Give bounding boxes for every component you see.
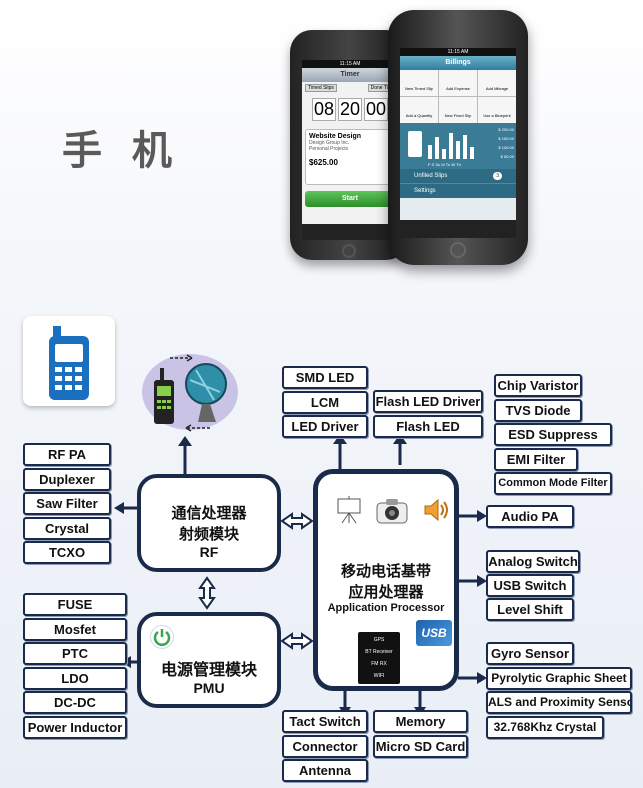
component-smd-led: SMD LED bbox=[282, 366, 368, 389]
component-crystal: Crystal bbox=[23, 516, 111, 540]
phone-back-title: Timer bbox=[340, 71, 360, 78]
slip-card: Website Design Design Group Inc. Persona… bbox=[305, 129, 395, 185]
action-item[interactable]: Add a Quantity bbox=[400, 97, 438, 123]
action-item[interactable]: Add Expense bbox=[439, 70, 477, 96]
component-analog-switch: Analog Switch bbox=[486, 550, 580, 573]
slip-card-line: Personal Projects bbox=[309, 146, 349, 152]
home-button bbox=[342, 244, 356, 258]
component-fuse: FUSE bbox=[23, 593, 127, 616]
component-pyrolytic-graphic-sheet: Pyrolytic Graphic Sheet bbox=[486, 666, 632, 690]
unfiled-count-badge: 3 bbox=[493, 172, 502, 180]
action-item[interactable]: Add Mileage bbox=[478, 70, 516, 96]
application-processor-block: 移动电话基带 应用处理器 Application Processor GPS B… bbox=[313, 469, 459, 691]
component-saw-filter: Saw Filter bbox=[23, 492, 111, 515]
pmu-block-label: PMU bbox=[193, 680, 225, 696]
component-mosfet: Mosfet bbox=[23, 617, 127, 641]
clock-seconds: 00 bbox=[364, 98, 389, 121]
timer-clock: 08 20 00 bbox=[302, 94, 398, 125]
unfiled-row[interactable]: Unfiled Slips 3 bbox=[400, 169, 516, 183]
component-rf-pa: RF PA bbox=[23, 443, 111, 466]
pmu-block-title: 电源管理模块 bbox=[160, 660, 257, 679]
chip-label: WIFI bbox=[373, 673, 385, 679]
projector-icon bbox=[336, 496, 362, 524]
pmu-block: 电源管理模块 PMU bbox=[137, 612, 281, 708]
clock-hours: 08 bbox=[311, 98, 336, 121]
unfiled-label: Unfiled Slips bbox=[414, 173, 448, 179]
slip-card-title: Website Design bbox=[309, 133, 361, 140]
settings-row[interactable]: Settings bbox=[400, 183, 516, 198]
component-memory: Memory bbox=[373, 710, 468, 733]
component-flash-led: Flash LED bbox=[373, 414, 483, 438]
rf-block-label: RF bbox=[199, 544, 219, 560]
component-level-shift: Level Shift bbox=[486, 598, 574, 621]
phone-back-tabbar bbox=[302, 224, 398, 240]
action-item[interactable]: New Fixed Slip bbox=[439, 97, 477, 123]
action-item[interactable]: New Timed Slip bbox=[400, 70, 438, 96]
camera-icon bbox=[376, 498, 408, 524]
slip-amount: $625.00 bbox=[309, 158, 338, 167]
phone-front-tabbar bbox=[400, 220, 516, 238]
component-tcxo: TCXO bbox=[23, 541, 111, 564]
axis-label: $ 150.00 bbox=[498, 136, 514, 141]
speaker-icon bbox=[422, 496, 450, 524]
component-micro-sd-card: Micro SD Card bbox=[373, 734, 468, 758]
component-chip-varistor: Chip Varistor bbox=[494, 374, 582, 397]
chip-label: BT Receiver bbox=[365, 649, 393, 655]
phone-front-title: Billings bbox=[400, 56, 516, 70]
connectivity-chip: GPS BT Receiver FM RX WIFI bbox=[358, 632, 400, 684]
start-button[interactable]: Start bbox=[305, 191, 395, 207]
axis-label: $ 50.00 bbox=[500, 154, 514, 159]
component-usb-switch: USB Switch bbox=[486, 574, 574, 597]
component-ptc: PTC bbox=[23, 642, 127, 665]
rf-antenna-illustration bbox=[140, 350, 240, 434]
component-audio-pa: Audio PA bbox=[486, 505, 574, 528]
slip-card-line: Design Group Inc. bbox=[309, 140, 350, 146]
billing-chart: $ 200.00 $ 150.00 $ 100.00 $ 50.00 F S S… bbox=[400, 123, 516, 169]
clock-minutes: 20 bbox=[337, 98, 363, 121]
component-flash-led-driver: Flash LED Driver bbox=[373, 390, 483, 413]
phone-back-status: 11:15 AM bbox=[302, 60, 398, 68]
home-button bbox=[450, 242, 466, 258]
action-item[interactable]: Use a Blueprint bbox=[478, 97, 516, 123]
component-gyro-sensor: Gyro Sensor bbox=[486, 642, 574, 665]
component-antenna: Antenna bbox=[282, 759, 368, 782]
component-connector: Connector bbox=[282, 734, 368, 758]
component-32-768khz-crystal: 32.768Khz Crystal bbox=[486, 715, 604, 739]
action-grid: New Timed Slip Add Expense Add Mileage A… bbox=[400, 70, 516, 123]
component-dc-dc: DC-DC bbox=[23, 691, 127, 714]
component-als-and-proximity-sensor: ALS and Proximity Sensor bbox=[486, 691, 632, 714]
chip-label: FM RX bbox=[371, 661, 387, 667]
rf-module-block: 通信处理器 射频模块 RF bbox=[137, 474, 281, 572]
component-emi-filter: EMI Filter bbox=[494, 447, 578, 471]
bar-group bbox=[428, 133, 474, 159]
phone-front: 11:15 AM Billings New Timed Slip Add Exp… bbox=[388, 10, 528, 265]
chip-label: GPS bbox=[373, 637, 385, 643]
component-common-mode-filter: Common Mode Filter bbox=[494, 472, 612, 495]
component-led-driver: LED Driver bbox=[282, 415, 368, 438]
component-lcm: LCM bbox=[282, 390, 368, 414]
component-power-inductor: Power Inductor bbox=[23, 715, 127, 739]
component-tact-switch: Tact Switch bbox=[282, 710, 368, 733]
day-labels: F S Su M Tu W Th bbox=[428, 162, 461, 167]
component-tvs-diode: TVS Diode bbox=[494, 398, 582, 422]
ap-block-subtitle: 应用处理器 bbox=[348, 583, 424, 601]
component-ldo: LDO bbox=[23, 666, 127, 690]
rf-block-subtitle: 射频模块 bbox=[178, 525, 239, 543]
phone-back-left-button[interactable]: Timed Slips bbox=[305, 84, 337, 92]
component-esd-suppress: ESD Suppress bbox=[494, 423, 612, 446]
axis-label: $ 100.00 bbox=[498, 145, 514, 150]
dollar-icon bbox=[408, 131, 422, 157]
axis-label: $ 200.00 bbox=[498, 127, 514, 132]
page-title: 手 机 bbox=[62, 128, 180, 174]
power-icon bbox=[150, 625, 174, 649]
ap-block-label: Application Processor bbox=[327, 602, 445, 614]
component-duplexer: Duplexer bbox=[23, 467, 111, 491]
rf-block-title: 通信处理器 bbox=[171, 504, 247, 522]
usb-logo-icon: USB bbox=[416, 620, 452, 646]
ap-block-title: 移动电话基带 bbox=[340, 562, 431, 580]
phone-front-status: 11:15 AM bbox=[400, 48, 516, 56]
mobile-phone-icon bbox=[23, 316, 115, 406]
